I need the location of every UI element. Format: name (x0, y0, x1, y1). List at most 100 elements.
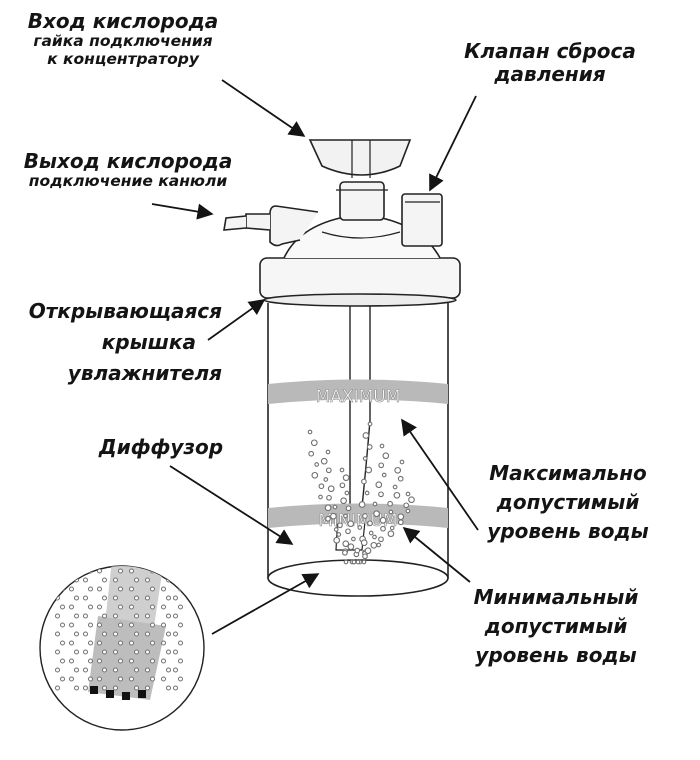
inset-bubble (145, 595, 150, 601)
min-level-line3: уровень воды (475, 643, 637, 667)
relief-valve-line1: Клапан сброса (464, 39, 636, 63)
inset-bubble (150, 640, 155, 646)
inset-bubble (129, 604, 134, 610)
inset-bubble (83, 649, 88, 655)
inset-bubble (60, 586, 65, 592)
inset-bubble (113, 685, 118, 691)
bubble (376, 542, 382, 548)
bubble (397, 513, 405, 521)
inset-bubble (102, 685, 107, 691)
oxygen-outlet-sub: подключение канюли (28, 172, 228, 190)
inset-bubble (102, 577, 107, 583)
oxygen-outlet-title: Выход кислорода (23, 149, 233, 173)
inset-bubble (178, 640, 183, 646)
bubble (393, 491, 401, 499)
bubble (310, 439, 318, 447)
inset-bubble (69, 604, 74, 610)
inset-bubble (60, 604, 65, 610)
inset-bubble (134, 577, 139, 583)
oxygen-inlet-title: Вход кислорода (27, 9, 219, 33)
lid-line1: Открывающаяся (28, 299, 222, 323)
bubble (325, 449, 331, 455)
inset-bubble (97, 586, 102, 592)
bubble (337, 522, 343, 529)
bubble (325, 467, 332, 474)
inset-bubble (173, 685, 178, 691)
inset-bubble (60, 622, 65, 628)
inset-bubble (102, 649, 107, 655)
inset-bubble (129, 568, 134, 574)
label-oxygen-inlet: Вход кислорода гайка подключения к конце… (18, 10, 228, 69)
inset-bubble (55, 649, 60, 655)
bubble (362, 456, 368, 461)
inset-bubble (178, 568, 183, 574)
inset-bubble (97, 658, 102, 664)
diffuser-zoom-inset (39, 565, 205, 731)
inset-bubble (173, 613, 178, 619)
bubble (327, 485, 335, 493)
bubble (343, 559, 349, 565)
inset-bubble (166, 613, 171, 619)
inset-bubble (60, 640, 65, 646)
bubble (339, 467, 345, 473)
bubble (360, 539, 368, 547)
inset-bubble (129, 676, 134, 682)
inset-bubble (150, 676, 155, 682)
inset-bubble (113, 667, 118, 673)
bubble (397, 519, 404, 526)
inset-bubble (102, 595, 107, 601)
inset-bubble (97, 622, 102, 628)
inset-bubble (69, 586, 74, 592)
bubble (405, 491, 411, 497)
bubble (379, 516, 387, 524)
bubble (372, 501, 378, 507)
inset-bubble (173, 649, 178, 655)
inset-bubble (134, 685, 139, 691)
bubble (345, 505, 352, 512)
bubble (358, 501, 366, 508)
max-level-mark: MAXIMUM (316, 387, 401, 407)
inset-bubble (145, 667, 150, 673)
arrow-relief-valve (429, 95, 477, 192)
bubble (326, 494, 332, 501)
inset-bubble (83, 667, 88, 673)
bubble (373, 510, 380, 518)
inset-bubble (113, 595, 118, 601)
bubble (361, 559, 367, 565)
bubble (392, 484, 398, 490)
arrow-oxygen-inlet (221, 79, 306, 137)
inset-bubble (173, 631, 178, 637)
inset-bubble (161, 658, 166, 664)
bubble (347, 520, 355, 528)
inset-bubble (102, 667, 107, 673)
bubble (380, 525, 386, 532)
inset-bubble (118, 604, 123, 610)
bubble (362, 513, 368, 519)
inset-bubble (166, 595, 171, 601)
inset-bubble (74, 685, 79, 691)
bubble (362, 553, 368, 560)
bubble (307, 429, 313, 435)
bubble (354, 547, 361, 554)
bubble (357, 525, 363, 530)
inset-bubble (118, 640, 123, 646)
pressure-relief-valve (401, 193, 443, 247)
bubble (368, 530, 374, 536)
diffuser-text: Диффузор (98, 435, 224, 459)
label-diffuser: Диффузор (86, 436, 236, 459)
inset-bubble (145, 577, 150, 583)
bubble (381, 472, 387, 478)
bubble (333, 527, 339, 532)
inset-bubble (173, 595, 178, 601)
inset-bubble (129, 658, 134, 664)
inset-bubble (55, 631, 60, 637)
bubble (379, 443, 385, 449)
bubble (362, 432, 370, 439)
inset-bubble (178, 658, 183, 664)
bubble (318, 483, 325, 490)
bubble (375, 481, 383, 489)
inset-bubble (166, 649, 171, 655)
inset-bubble (145, 631, 150, 637)
inset-bubble (161, 676, 166, 682)
inset-bubble (129, 586, 134, 592)
